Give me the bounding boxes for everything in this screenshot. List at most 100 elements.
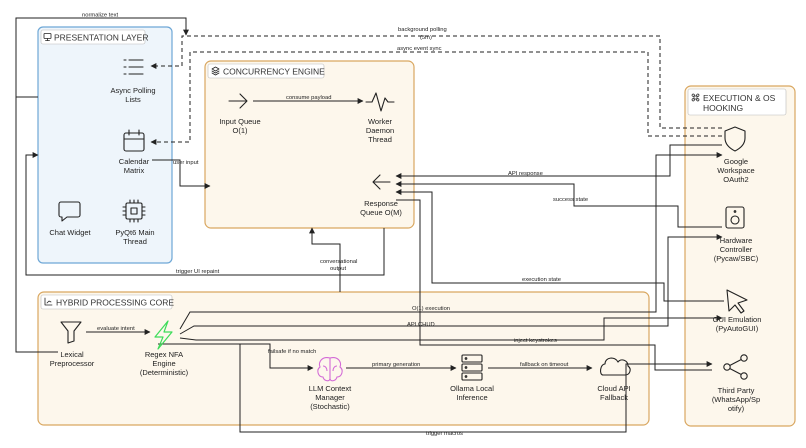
lightning-bolt-icon [154, 320, 173, 350]
label-failsafe: failsafe if no match [268, 349, 316, 355]
lexical-label-1: Lexical [60, 350, 84, 359]
llm-label-2: Manager [315, 393, 345, 402]
chat-bubble-icon [58, 201, 81, 222]
node-third-party[interactable]: Third Party (WhatsApp/Sp otify) [712, 354, 760, 413]
arrow-left-icon [372, 174, 391, 190]
label-inject-keystrokes: inject keystrokes [514, 338, 557, 344]
node-lexical-preprocessor[interactable]: Lexical Preprocessor [50, 321, 95, 368]
regex-label-3: (Deterministic) [140, 368, 189, 377]
edge-labels: normalize text background polling (5m) a… [82, 13, 588, 438]
edge-normalize-text [15, 17, 189, 353]
activity-pulse-icon [365, 92, 395, 112]
layers-icon [211, 66, 220, 76]
label-success-state: success state [553, 197, 588, 203]
shield-icon [724, 126, 746, 152]
ollama-label-2: Inference [456, 393, 487, 402]
label-trigger-macros: trigger macros [426, 431, 463, 437]
worker-label-2: Daemon [366, 126, 394, 135]
edge-async-event-sync [150, 51, 722, 145]
label-normalize-text: normalize text [82, 13, 118, 19]
server-icon [461, 354, 483, 381]
calendar-label-2: Matrix [124, 166, 145, 175]
funnel-filter-icon [60, 321, 82, 344]
async-polling-label-2: Lists [125, 95, 141, 104]
gui-emulation-label-2: (PyAutoGUI) [716, 324, 759, 333]
llm-label-1: LLM Context [309, 384, 352, 393]
pyqt-label-1: PyQt6 Main [115, 228, 154, 237]
presentation-panel-title: PRESENTATION LAYER [54, 33, 148, 43]
hardware-label-3: (Pycaw/SBC) [714, 254, 759, 263]
node-google-workspace[interactable]: Google Workspace OAuth2 [717, 126, 755, 184]
cloud-label-2: Fallback [600, 393, 628, 402]
edge-api-chud [179, 234, 723, 335]
execution-panel-title-line-1: EXECUTION & OS [703, 93, 776, 103]
node-regex-nfa-engine[interactable]: Regex NFA Engine (Deterministic) [140, 320, 189, 377]
label-primary-generation: primary generation [372, 362, 420, 368]
node-pyqt6-main-thread[interactable]: PyQt6 Main Thread [115, 199, 155, 246]
edge-conversational-output [309, 227, 341, 292]
hybrid-title-tag [40, 294, 173, 310]
label-trigger-ui-repaint: trigger UI repaint [176, 269, 220, 275]
cpu-chip-icon [122, 199, 146, 223]
input-queue-label-1: Input Queue [219, 117, 260, 126]
label-fallback-timeout: fallback on timeout [520, 362, 569, 368]
third-party-label-2: (WhatsApp/Sp [712, 395, 760, 404]
label-consume-payload: consume payload [286, 95, 331, 101]
cloud-label-1: Cloud API [597, 384, 630, 393]
speaker-icon [725, 206, 745, 229]
regex-label-2: Engine [152, 359, 175, 368]
worker-label-3: Thread [368, 135, 392, 144]
node-response-queue[interactable]: Response Queue O(M) [360, 174, 402, 217]
google-label-3: OAuth2 [723, 175, 748, 184]
third-party-label-1: Third Party [718, 386, 755, 395]
edge-user-input [152, 159, 211, 189]
edge-trigger-ui-repaint [25, 152, 385, 276]
edge-third-party-response [396, 199, 712, 371]
edge-failsafe [158, 343, 314, 371]
ollama-label-1: Ollama Local [450, 384, 494, 393]
gui-emulation-label-1: GUI Emulation [713, 315, 762, 324]
chart-axes-icon [44, 297, 53, 306]
execution-os-panel: EXECUTION & OS HOOKING [684, 85, 796, 427]
node-chat-widget[interactable]: Chat Widget [49, 201, 92, 237]
label-background-polling-2: (5m) [420, 35, 432, 41]
label-execution-state: execution state [522, 277, 561, 283]
brain-icon [317, 357, 343, 382]
google-label-2: Workspace [717, 166, 754, 175]
monitor-icon [43, 33, 52, 41]
node-async-polling-lists[interactable]: Async Polling Lists [110, 59, 156, 104]
arrow-right-icon [228, 93, 248, 109]
edge-api-response [395, 144, 722, 179]
presentation-panel-box [37, 26, 173, 264]
node-hardware-controller[interactable]: Hardware Controller (Pycaw/SBC) [714, 206, 759, 263]
node-input-queue[interactable]: Input Queue O(1) [219, 93, 261, 135]
node-worker-daemon-thread[interactable]: Worker Daemon Thread [365, 92, 395, 144]
cloud-icon [600, 357, 631, 376]
list-icon [123, 59, 144, 75]
concurrency-title-tag [207, 63, 325, 79]
label-user-input: user input [173, 160, 199, 166]
regex-label-1: Regex NFA [145, 350, 183, 359]
command-icon [691, 93, 700, 102]
input-queue-label-2: O(1) [233, 126, 249, 135]
chat-widget-label: Chat Widget [49, 228, 91, 237]
share-icon [723, 354, 748, 380]
label-o1-execution: O(1) execution [412, 306, 450, 312]
node-gui-emulation[interactable]: GUI Emulation (PyAutoGUI) [713, 289, 762, 333]
node-calendar-matrix[interactable]: Calendar Matrix [119, 129, 150, 175]
edge-execution-state [395, 189, 724, 302]
label-api-chud: API CHUD [407, 322, 435, 328]
calendar-icon [123, 129, 145, 152]
edges [15, 17, 724, 433]
execution-panel-title-line-2: HOOKING [703, 103, 743, 113]
concurrency-panel-title: CONCURRENCY ENGINE [223, 67, 325, 77]
node-cloud-api-fallback[interactable]: Cloud API Fallback [597, 357, 631, 402]
node-ollama-local-inference[interactable]: Ollama Local Inference [450, 354, 494, 402]
pyqt-label-2: Thread [123, 237, 147, 246]
cursor-pointer-icon [726, 289, 748, 314]
execution-panel-box [684, 85, 796, 427]
hardware-label-2: Controller [720, 245, 753, 254]
node-llm-context-manager[interactable]: LLM Context Manager (Stochastic) [309, 357, 352, 411]
execution-title-tag [687, 88, 787, 116]
